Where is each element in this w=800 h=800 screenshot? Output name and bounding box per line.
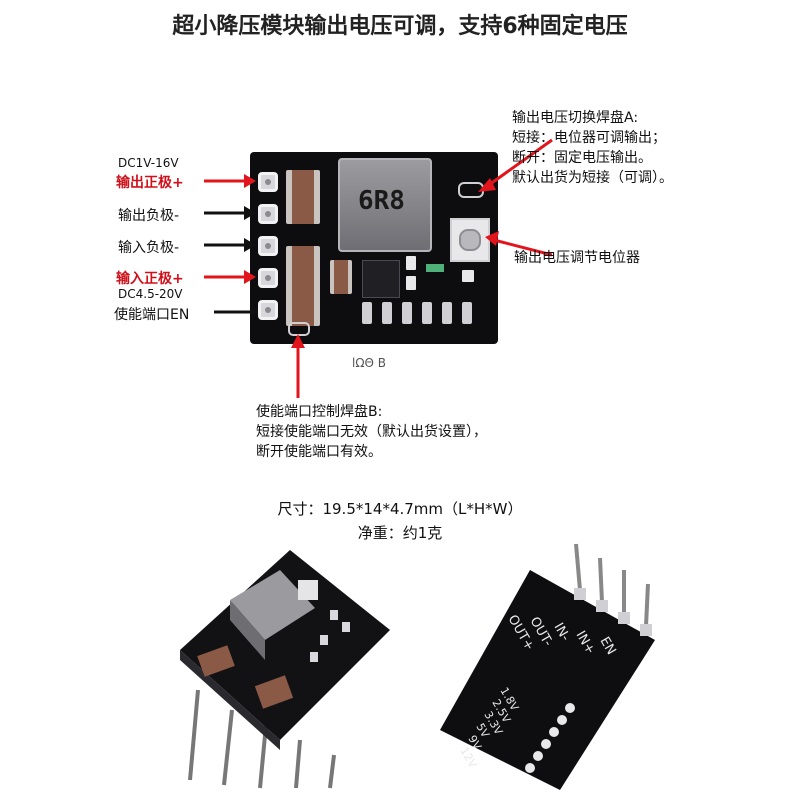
capacitor-output bbox=[286, 170, 320, 224]
potentiometer bbox=[450, 218, 490, 262]
voltage-select-pad bbox=[442, 302, 452, 324]
pad-a-line2: 短接：电位器可调输出； bbox=[512, 130, 666, 146]
pad-out-negative bbox=[258, 204, 278, 224]
potentiometer-knob bbox=[459, 229, 481, 251]
output-voltage-range: DC1V-16V bbox=[118, 156, 179, 170]
input-voltage-range: DC4.5-20V bbox=[118, 287, 183, 301]
capacitor-3d bbox=[197, 645, 235, 677]
pad-b-line3: 断开使能端口有效。 bbox=[256, 444, 382, 460]
inductor: 6R8 bbox=[338, 158, 432, 252]
voltage-labels: 1.8V 2.5V 3.3V 5V 9V 12V bbox=[457, 685, 521, 771]
arrow-head-in-positive bbox=[244, 270, 256, 284]
potentiometer-label: 输出电压调节电位器 bbox=[514, 250, 640, 266]
smd-parts-3d bbox=[310, 610, 350, 662]
pad-in-positive bbox=[258, 268, 278, 288]
inductor-3d-side bbox=[230, 600, 265, 660]
voltage-select-pad bbox=[402, 302, 412, 324]
pcb-board-top: 6R8 bbox=[250, 152, 498, 344]
pad-b-line2: 短接使能端口无效（默认出货设置）， bbox=[256, 424, 487, 440]
output-negative-label: 输出负极- bbox=[118, 208, 180, 224]
inductor-marking: 6R8 bbox=[358, 186, 405, 216]
potentiometer-3d bbox=[298, 580, 318, 600]
enable-port-label: 使能端口EN bbox=[114, 307, 190, 323]
smd-resistor bbox=[406, 276, 416, 290]
pad-a-line3: 断开：固定电压输出。 bbox=[512, 150, 652, 166]
voltage-select-pad bbox=[362, 302, 372, 324]
smd-resistor bbox=[406, 256, 416, 270]
smd-resistor bbox=[462, 270, 474, 282]
solder-pad-b bbox=[288, 322, 310, 336]
capacitor-3d bbox=[254, 675, 294, 709]
silk-v-4: 5V bbox=[473, 721, 492, 740]
ic-chip bbox=[362, 260, 400, 298]
voltage-select-pad bbox=[422, 302, 432, 324]
board-body bbox=[180, 550, 390, 740]
pad-out-positive bbox=[258, 172, 278, 192]
arrow-pad-a bbox=[485, 138, 553, 189]
voltage-select-pad bbox=[462, 302, 472, 324]
spec-weight: 净重：约1克 bbox=[357, 524, 443, 542]
module-photo-back: OUT+ OUT- IN- IN+ EN 1.8V 2.5V 3.3V 5V 9… bbox=[440, 543, 655, 790]
arrow-potentiometer bbox=[493, 238, 553, 257]
header-pads-back bbox=[574, 588, 652, 636]
input-positive-label: 输入正极+ bbox=[116, 271, 184, 287]
board-back bbox=[440, 570, 655, 790]
arrow-head-potentiometer bbox=[485, 231, 499, 246]
arrow-head-in-negative bbox=[244, 238, 256, 252]
voltage-select-pad bbox=[382, 302, 392, 324]
arrow-head-pad-b bbox=[291, 334, 305, 348]
pad-in-negative bbox=[258, 236, 278, 256]
pad-b-title: 使能端口控制焊盘B: bbox=[256, 404, 383, 420]
header-pins bbox=[188, 689, 336, 789]
header-pins-back bbox=[574, 543, 650, 627]
select-pad-dots bbox=[525, 703, 575, 773]
capacitor-small bbox=[330, 260, 352, 294]
spec-size: 尺寸：19.5*14*4.7mm（L*H*W） bbox=[277, 500, 523, 518]
pad-b-note: 使能端口控制焊盘B: 短接使能端口无效（默认出货设置）， 断开使能端口有效。 bbox=[256, 402, 487, 462]
silk-marks: lΩΘ B bbox=[352, 356, 386, 370]
silk-v-5: 9V bbox=[465, 733, 484, 752]
pad-enable bbox=[258, 300, 278, 320]
arrow-head-out-negative bbox=[244, 206, 256, 220]
arrow-head-pad-a bbox=[478, 178, 496, 192]
page-title: 超小降压模块输出电压可调，支持6种固定电压 bbox=[172, 14, 628, 39]
arrow-head-out-positive bbox=[244, 174, 256, 188]
pad-a-note: 输出电压切换焊盘A: 短接：电位器可调输出； 断开：固定电压输出。 默认出货为短… bbox=[512, 108, 673, 188]
pad-a-line4: 默认出货为短接（可调）。 bbox=[512, 170, 673, 186]
inductor-3d bbox=[230, 570, 315, 640]
capacitor-input bbox=[286, 246, 320, 326]
input-negative-label: 输入负极- bbox=[118, 240, 180, 256]
pad-a-title: 输出电压切换焊盘A: bbox=[512, 110, 639, 126]
output-positive-label: 输出正极+ bbox=[116, 175, 184, 191]
smd-led bbox=[426, 264, 444, 272]
module-photo-front bbox=[180, 550, 390, 789]
